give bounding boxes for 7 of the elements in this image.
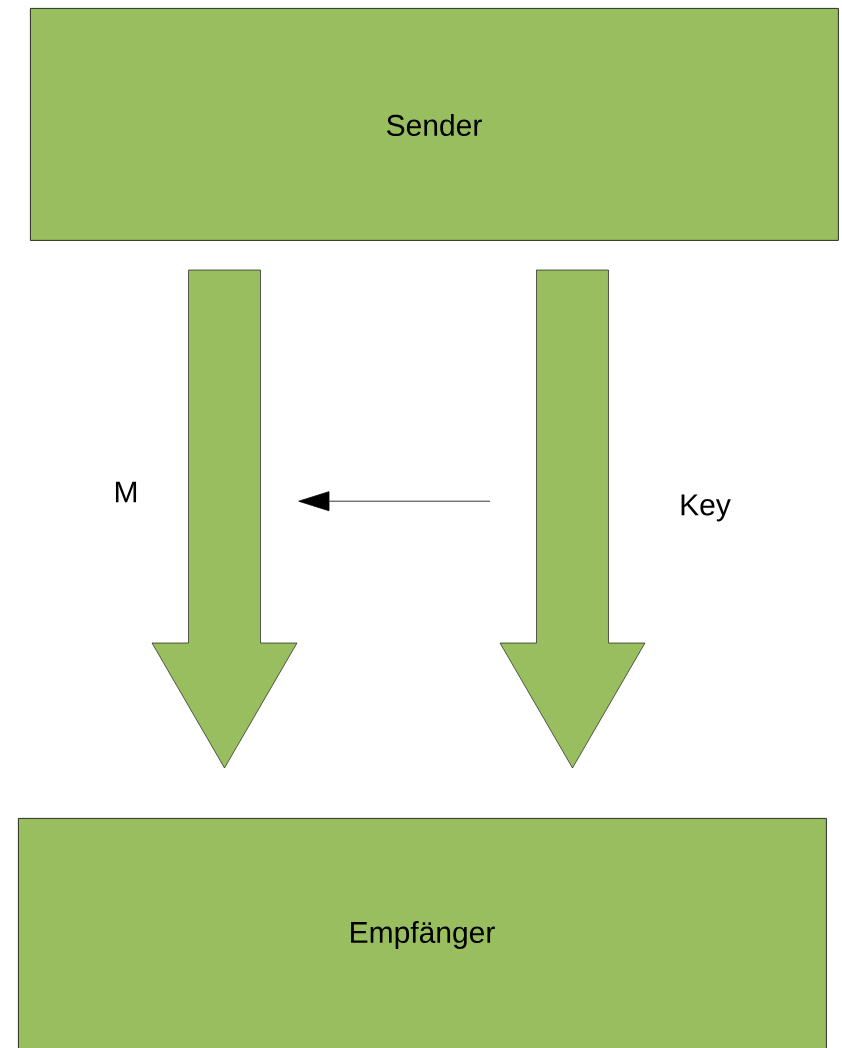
arrow (298, 491, 491, 512)
process-box: Sender (30, 8, 839, 241)
process-box: Empfänger (18, 818, 827, 1048)
block-arrow (151, 269, 298, 769)
arrow-label: M (115, 481, 137, 503)
block-arrow (499, 269, 646, 769)
arrow-label: Key (681, 494, 731, 522)
